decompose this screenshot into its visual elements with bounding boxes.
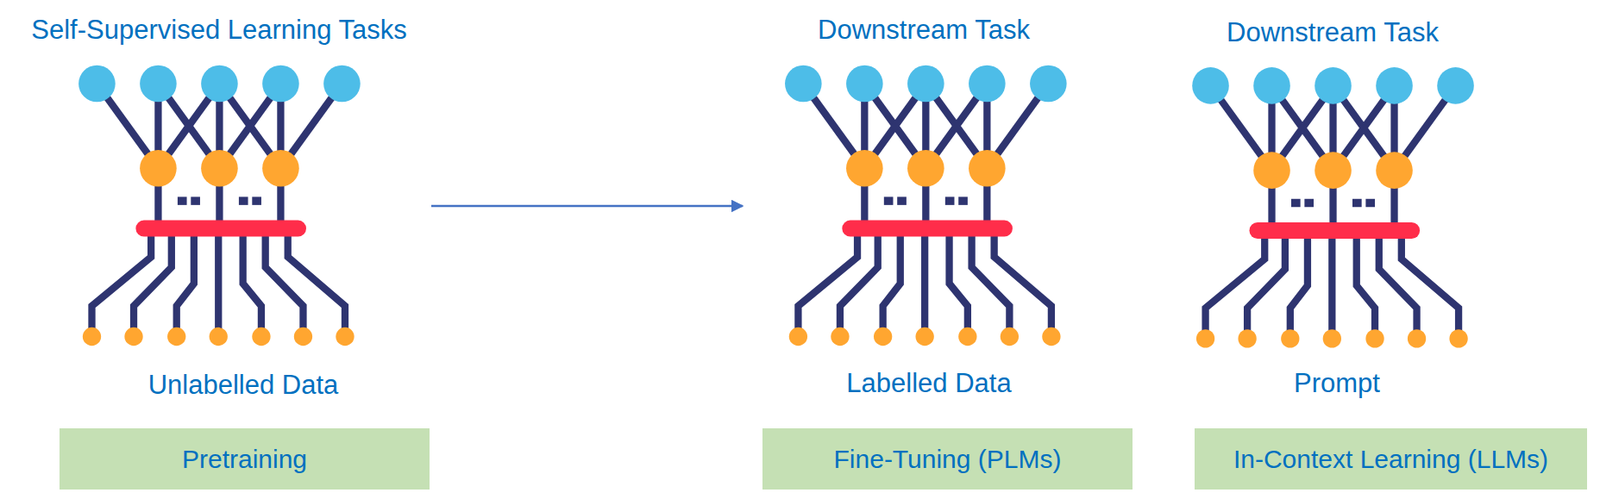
network-icon — [784, 65, 1067, 346]
input-label: Labelled Data — [846, 368, 1011, 400]
stage-label: Pretraining — [181, 445, 308, 475]
task-title: Downstream Task — [1226, 17, 1439, 49]
network-icon — [78, 65, 361, 346]
stage-label: Fine-Tuning (PLMs) — [834, 445, 1062, 475]
flow-arrow — [431, 205, 743, 208]
task-title: Self-Supervised Learning Tasks — [31, 14, 407, 46]
stage-box: Pretraining — [59, 428, 430, 490]
stage-box: Fine-Tuning (PLMs) — [762, 428, 1133, 490]
network-icon — [1192, 67, 1475, 348]
input-label: Unlabelled Data — [148, 370, 339, 402]
stage-label: In-Context Learning (LLMs) — [1233, 445, 1549, 475]
stage-box: In-Context Learning (LLMs) — [1194, 428, 1588, 490]
task-title: Downstream Task — [817, 14, 1030, 46]
input-label: Prompt — [1293, 368, 1381, 400]
